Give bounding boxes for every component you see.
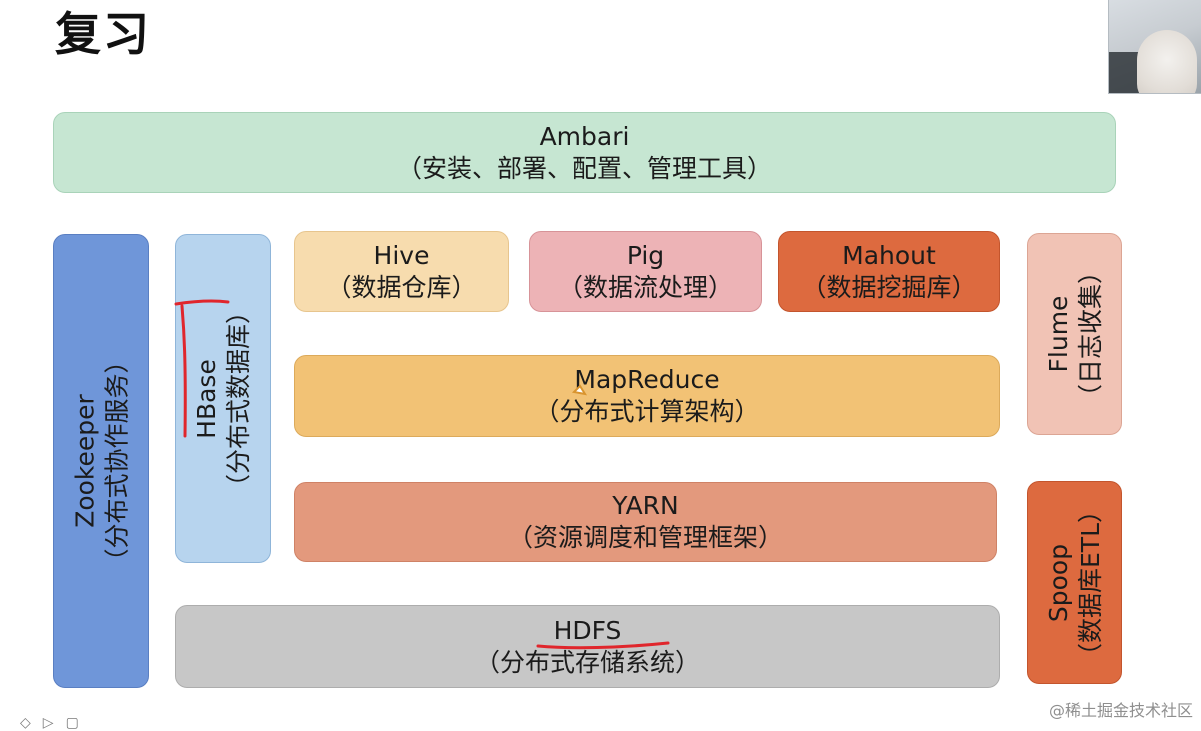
zookeeper-label: Zookeeper （分布式协作服务） bbox=[69, 348, 133, 573]
hdfs-box: HDFS （分布式存储系统） bbox=[175, 605, 1000, 688]
toolbar-window-icon[interactable]: ▢ bbox=[65, 715, 79, 731]
pig-box: Pig （数据流处理） bbox=[529, 231, 762, 312]
hdfs-desc: （分布式存储系统） bbox=[474, 647, 700, 677]
hive-name: Hive bbox=[373, 240, 430, 270]
yarn-box: YARN （资源调度和管理框架） bbox=[294, 482, 997, 562]
hbase-name: HBase bbox=[192, 358, 222, 439]
flume-box: Flume （日志收集） bbox=[1027, 233, 1122, 435]
sqoop-desc: （数据库ETL） bbox=[1075, 497, 1105, 668]
yarn-name: YARN bbox=[612, 491, 679, 520]
mahout-box: Mahout （数据挖掘库） bbox=[778, 231, 1000, 312]
yarn-desc: （资源调度和管理框架） bbox=[507, 523, 783, 552]
hbase-label: HBase （分布式数据库） bbox=[191, 298, 255, 498]
watermark: @稀土掘金技术社区 bbox=[1048, 701, 1193, 720]
hbase-desc: （分布式数据库） bbox=[224, 298, 254, 499]
zookeeper-desc: （分布式协作服务） bbox=[102, 348, 132, 574]
flume-name: Flume bbox=[1043, 295, 1073, 373]
sqoop-label: Spoop （数据库ETL） bbox=[1043, 498, 1107, 668]
ambari-name: Ambari bbox=[539, 121, 630, 151]
zookeeper-box: Zookeeper （分布式协作服务） bbox=[53, 234, 149, 688]
webcam-thumbnail-icon bbox=[1108, 0, 1201, 94]
hdfs-name: HDFS bbox=[553, 615, 622, 645]
mapreduce-box: MapReduce （分布式计算架构） bbox=[294, 355, 1000, 437]
sqoop-name: Spoop bbox=[1043, 543, 1073, 622]
mahout-name: Mahout bbox=[842, 240, 936, 270]
page-title: 复习 bbox=[55, 7, 151, 61]
webcam-presenter bbox=[1137, 30, 1197, 93]
mahout-desc: （数据挖掘库） bbox=[801, 272, 977, 302]
zookeeper-name: Zookeeper bbox=[70, 394, 100, 528]
sqoop-box: Spoop （数据库ETL） bbox=[1027, 481, 1122, 684]
hbase-box: HBase （分布式数据库） bbox=[175, 234, 271, 563]
pig-desc: （数据流处理） bbox=[557, 272, 733, 302]
mapreduce-name: MapReduce bbox=[574, 365, 720, 394]
toolbar-prev-icon[interactable]: ◇ bbox=[20, 715, 31, 731]
flume-desc: （日志收集） bbox=[1075, 258, 1105, 410]
flume-label: Flume （日志收集） bbox=[1043, 259, 1107, 409]
ambari-box: Ambari （安装、部署、配置、管理工具） bbox=[53, 112, 1116, 193]
hive-desc: （数据仓库） bbox=[326, 272, 477, 302]
webcam-background bbox=[1109, 52, 1139, 93]
ambari-desc: （安装、部署、配置、管理工具） bbox=[396, 153, 772, 183]
pig-name: Pig bbox=[626, 240, 665, 270]
hive-box: Hive （数据仓库） bbox=[294, 231, 509, 312]
mapreduce-desc: （分布式计算架构） bbox=[534, 397, 760, 426]
toolbar-play-icon[interactable]: ▷ bbox=[42, 715, 54, 731]
bottom-toolbar[interactable]: ◇ ▷ ▢ bbox=[20, 715, 79, 731]
